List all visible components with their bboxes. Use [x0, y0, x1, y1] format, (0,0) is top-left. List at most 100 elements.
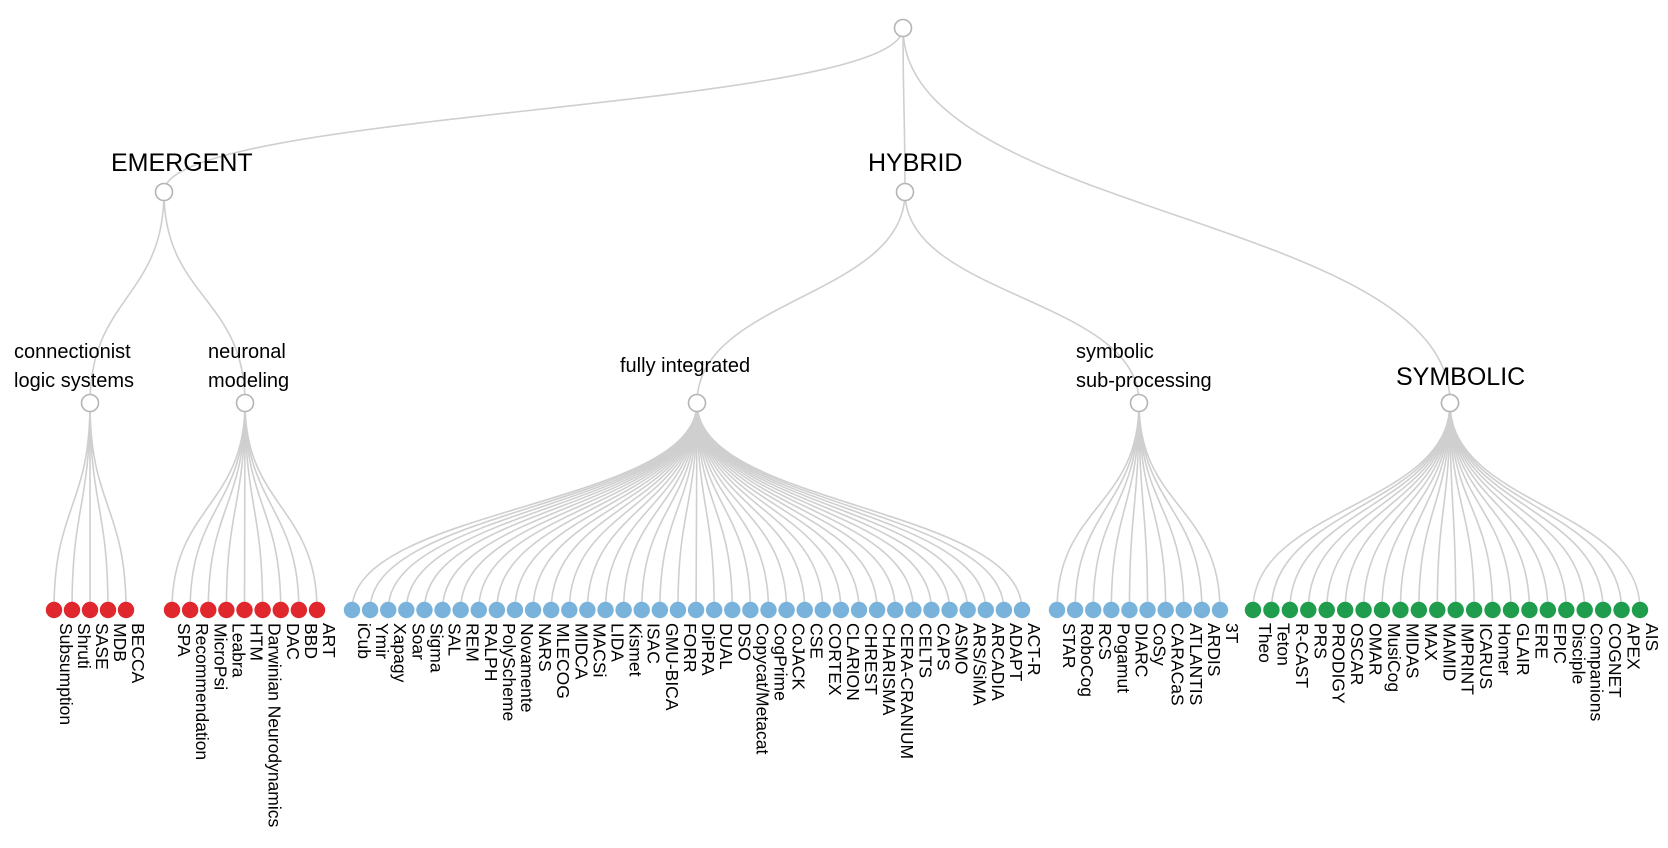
leaf-node[interactable]	[705, 601, 723, 619]
leaf-node[interactable]	[45, 601, 63, 619]
leaf-label: GMU-BICA	[662, 623, 682, 711]
leaf-node[interactable]	[850, 601, 868, 619]
leaf-node[interactable]	[1121, 601, 1138, 619]
leaf-label: Sigma	[426, 623, 446, 673]
leaf-node[interactable]	[434, 601, 451, 619]
leaf-node[interactable]	[1336, 601, 1354, 619]
leaf-node[interactable]	[1085, 601, 1102, 619]
leaf-node[interactable]	[488, 601, 506, 619]
leaf-node[interactable]	[1103, 601, 1120, 619]
leaf-node[interactable]	[1631, 601, 1649, 619]
leaf-node[interactable]	[1484, 601, 1501, 619]
leaf-node[interactable]	[1594, 601, 1612, 619]
leaf-node[interactable]	[181, 601, 199, 619]
leaf-node[interactable]	[1502, 601, 1520, 619]
neuronal-node[interactable]	[235, 393, 255, 413]
leaf-node[interactable]	[1613, 601, 1630, 619]
leaf-node[interactable]	[760, 601, 777, 619]
leaf-node[interactable]	[1157, 601, 1174, 619]
leaf-node[interactable]	[1318, 601, 1335, 619]
leaf-node[interactable]	[343, 601, 361, 619]
leaf-node[interactable]	[1392, 601, 1409, 619]
leaf-node[interactable]	[1576, 601, 1593, 619]
leaf-node[interactable]	[1355, 601, 1372, 619]
leaf-node[interactable]	[597, 601, 614, 619]
leaf-node[interactable]	[814, 601, 832, 619]
leaf-node[interactable]	[579, 601, 596, 619]
leaf-node[interactable]	[959, 601, 976, 619]
leaf-node[interactable]	[1263, 601, 1280, 619]
leaf-node[interactable]	[1447, 601, 1464, 619]
leaf-node[interactable]	[687, 601, 705, 619]
leaf-label: BECCA	[128, 623, 148, 684]
leaf-label: DIARC	[1131, 623, 1151, 677]
leaf-node[interactable]	[1300, 601, 1317, 619]
leaf-node[interactable]	[941, 601, 958, 619]
leaf-node[interactable]	[923, 601, 940, 619]
leaf-link	[696, 402, 1023, 611]
leaf-node[interactable]	[1429, 601, 1446, 619]
leaf-node[interactable]	[542, 601, 560, 619]
leaf-node[interactable]	[272, 601, 289, 619]
leaf-node[interactable]	[832, 601, 850, 619]
leaf-node[interactable]	[724, 601, 741, 619]
leaf-node[interactable]	[868, 601, 886, 619]
leaf-node[interactable]	[1244, 601, 1262, 619]
leaf-node[interactable]	[254, 601, 271, 619]
leaf-node[interactable]	[995, 601, 1013, 619]
leaf-node[interactable]	[905, 601, 922, 619]
emergent-node[interactable]	[154, 182, 174, 202]
leaf-node[interactable]	[1175, 601, 1192, 619]
leaf-node[interactable]	[1373, 601, 1391, 619]
leaf-node[interactable]	[1410, 601, 1428, 619]
leaf-node[interactable]	[887, 601, 904, 619]
leaf-node[interactable]	[200, 601, 217, 619]
leaf-node[interactable]	[524, 601, 542, 619]
leaf-node[interactable]	[651, 601, 669, 619]
leaf-node[interactable]	[1013, 601, 1031, 619]
leaf-node[interactable]	[669, 601, 687, 619]
connectionist-node[interactable]	[80, 393, 100, 413]
leaf-node[interactable]	[506, 601, 524, 619]
leaf-node[interactable]	[81, 601, 99, 619]
leaf-node[interactable]	[236, 601, 253, 619]
leaf-node[interactable]	[218, 601, 235, 619]
leaf-label: CHARISMA	[879, 623, 899, 716]
leaf-node[interactable]	[361, 601, 379, 619]
leaf-node[interactable]	[1066, 601, 1084, 619]
leaf-node[interactable]	[380, 601, 397, 619]
leaf-node[interactable]	[416, 601, 433, 619]
leaf-node[interactable]	[290, 601, 308, 619]
leaf-node[interactable]	[1521, 601, 1538, 619]
leaf-label: HTM	[247, 623, 267, 661]
leaf-node[interactable]	[1558, 601, 1575, 619]
leaf-node[interactable]	[1539, 601, 1557, 619]
leaf-node[interactable]	[452, 601, 469, 619]
leaf-node[interactable]	[1281, 601, 1299, 619]
leaf-node[interactable]	[117, 601, 135, 619]
leaf-node[interactable]	[470, 601, 487, 619]
leaf-node[interactable]	[742, 601, 759, 619]
leaf-node[interactable]	[1211, 601, 1229, 619]
leaf-label: ASMO	[952, 623, 972, 675]
root-node[interactable]	[893, 18, 913, 38]
leaf-node[interactable]	[615, 601, 632, 619]
leaf-node[interactable]	[99, 601, 117, 619]
hybrid-node[interactable]	[895, 182, 915, 202]
leaf-node[interactable]	[1193, 601, 1211, 619]
leaf-node[interactable]	[308, 601, 326, 619]
leaf-node[interactable]	[398, 601, 415, 619]
leaf-node[interactable]	[796, 601, 813, 619]
symbolic-sub-node[interactable]	[1129, 393, 1149, 413]
leaf-node[interactable]	[1048, 601, 1066, 619]
fully-integrated-node[interactable]	[687, 393, 707, 413]
leaf-node[interactable]	[977, 601, 994, 619]
leaf-node[interactable]	[1465, 601, 1483, 619]
leaf-node[interactable]	[163, 601, 181, 619]
leaf-node[interactable]	[63, 601, 81, 619]
leaf-node[interactable]	[633, 601, 650, 619]
symbolic-node[interactable]	[1440, 393, 1460, 413]
leaf-node[interactable]	[1139, 601, 1156, 619]
leaf-node[interactable]	[778, 601, 795, 619]
leaf-node[interactable]	[561, 601, 578, 619]
